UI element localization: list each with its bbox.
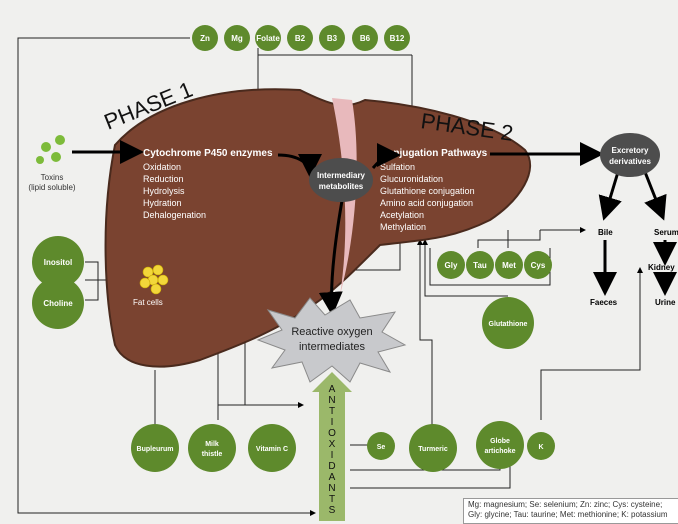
nutrient-inositol-label: Inositol: [44, 258, 72, 267]
phase1-reaction: Oxidation: [143, 162, 181, 172]
bile-label: Bile: [598, 228, 613, 237]
fat-cells-label: Fat cells: [133, 298, 163, 307]
toxin-virus-icon: [36, 135, 65, 164]
agent-globe-artichoke: Globe artichoke: [476, 421, 524, 469]
phase2-reaction: Methylation: [380, 222, 426, 232]
phase2-reaction: Glucuronidation: [380, 174, 443, 184]
phase2-heading: Conjugation Pathways: [380, 148, 488, 159]
glutathione-label: Glutathione: [489, 321, 528, 328]
excretory-derivatives-node: [600, 133, 660, 177]
antioxidants-letter: A: [329, 384, 336, 395]
agent-milk-thistle-label: thistle: [202, 451, 223, 458]
phase2-reaction: Sulfation: [380, 162, 415, 172]
phase1-reaction: Hydrolysis: [143, 186, 185, 196]
amino-tau: Tau: [466, 251, 494, 279]
agent-se: Se: [367, 432, 395, 460]
antioxidants-letter: A: [329, 472, 336, 483]
nutrient-folate-label: Folate: [256, 34, 280, 43]
amino-met-label: Met: [502, 261, 516, 270]
intermediary-label-line1: Intermediary: [317, 171, 366, 180]
antioxidants-letter: N: [328, 483, 335, 494]
agent-milk-thistle-circle: [188, 424, 236, 472]
antioxidants-letter: X: [329, 439, 336, 450]
nutrient-b12-label: B12: [390, 34, 405, 43]
antioxidants-letter: T: [329, 494, 335, 505]
amino-cys-label: Cys: [531, 261, 546, 270]
agent-globe-artichoke-label: Globe: [490, 438, 510, 445]
excretory-to-bile-arrow: [605, 172, 618, 215]
agent-globe-artichoke-circle: [476, 421, 524, 469]
kidney-label: Kidney: [648, 263, 675, 272]
excretory-label-line2: derivatives: [609, 157, 651, 166]
legend-line-1: Mg: magnesium; Se: selenium; Zn: zinc; C…: [468, 500, 678, 510]
phase1-reaction: Hydration: [143, 198, 182, 208]
agent-vitamin-c-label: Vitamin C: [256, 446, 288, 453]
urine-label: Urine: [655, 298, 676, 307]
antioxidants-letter: N: [328, 395, 335, 406]
nutrient-zn-label: Zn: [200, 34, 210, 43]
antioxidants-letter: D: [328, 461, 335, 472]
nutrient-b3: B3: [319, 25, 345, 51]
excretory-label-line1: Excretory: [612, 146, 649, 155]
amino-gly-label: Gly: [445, 261, 458, 270]
nutrient-mg-label: Mg: [231, 34, 243, 43]
amino-cys: Cys: [524, 251, 552, 279]
phase2-reaction: Acetylation: [380, 210, 424, 220]
nutrient-b12: B12: [384, 25, 410, 51]
agent-milk-thistle-label: Milk: [205, 441, 219, 448]
antioxidants-letter: I: [331, 417, 334, 428]
agent-bupleurum: Bupleurum: [131, 424, 179, 472]
intermediary-metabolites-node: [309, 158, 373, 202]
intermediary-label-line2: metabolites: [319, 182, 364, 191]
nutrient-zn: Zn: [192, 25, 218, 51]
nutrient-b3-label: B3: [327, 34, 338, 43]
amino-tau-label: Tau: [473, 261, 487, 270]
phase1-reaction: Reduction: [143, 174, 184, 184]
agent-k: K: [527, 432, 555, 460]
toxins-label: Toxins: [41, 173, 64, 182]
agent-se-label: Se: [377, 444, 386, 451]
antioxidants-letter: O: [328, 428, 336, 439]
reactive-label-line1: Reactive oxygen: [291, 326, 372, 338]
legend-line-2: Gly: glycine; Tau: taurine; Met: methion…: [468, 510, 678, 520]
glutathione: Glutathione: [482, 297, 534, 349]
nutrient-b2-label: B2: [295, 34, 306, 43]
phase1-reaction: Dehalogenation: [143, 210, 206, 220]
phase1-heading: Cytochrome P450 enzymes: [143, 148, 273, 159]
amino-gly: Gly: [437, 251, 465, 279]
agent-bupleurum-label: Bupleurum: [137, 446, 174, 453]
agent-milk-thistle: Milk thistle: [188, 424, 236, 472]
reactive-label-line2: intermediates: [299, 341, 366, 353]
antioxidants-letter: T: [329, 406, 335, 417]
toxins-sublabel: (lipid soluble): [28, 183, 75, 192]
agent-globe-artichoke-label: artichoke: [484, 448, 515, 455]
phase2-reaction: Amino acid conjugation: [380, 198, 473, 208]
faeces-label: Faeces: [590, 298, 618, 307]
agent-turmeric: Turmeric: [409, 424, 457, 472]
amino-met: Met: [495, 251, 523, 279]
nutrient-b2: B2: [287, 25, 313, 51]
nutrient-b6-label: B6: [360, 34, 371, 43]
excretory-to-serum-arrow: [645, 172, 662, 215]
phase2-reaction: Glutathione conjugation: [380, 186, 475, 196]
nutrient-folate: Folate: [255, 25, 281, 51]
nutrient-mg: Mg: [224, 25, 250, 51]
antioxidants-letter: S: [329, 505, 336, 516]
abbreviation-legend: Mg: magnesium; Se: selenium; Zn: zinc; C…: [463, 498, 678, 524]
nutrient-b6: B6: [352, 25, 378, 51]
nutrient-choline: Choline: [32, 277, 84, 329]
nutrient-choline-label: Choline: [43, 299, 73, 308]
agent-vitamin-c: Vitamin C: [248, 424, 296, 472]
agent-turmeric-label: Turmeric: [418, 446, 448, 453]
serum-label: Serum: [654, 228, 678, 237]
agent-k-label: K: [538, 444, 543, 451]
antioxidants-letter: I: [331, 450, 334, 461]
